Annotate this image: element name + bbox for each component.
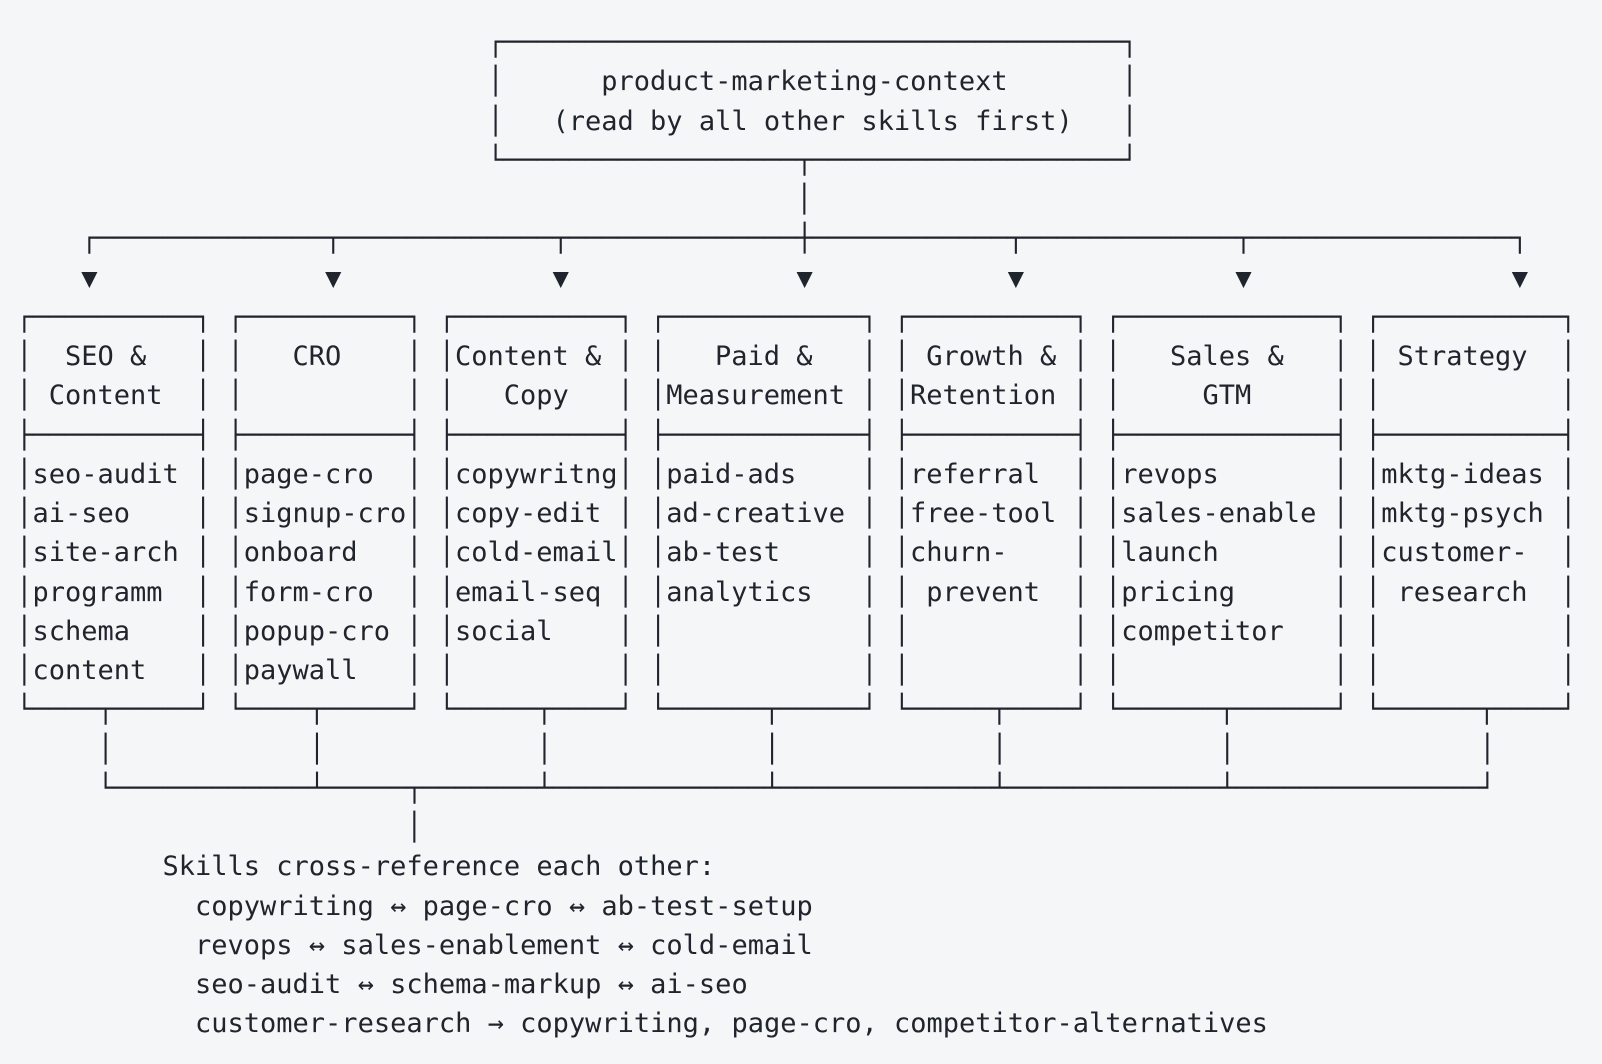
root-connector-stub: │ xyxy=(796,184,813,215)
gather-line: └────────────┴─────┬───────┴────────────… xyxy=(97,772,1496,804)
distributor-line: ┌──────────────┬─────────────┬──────────… xyxy=(81,223,1528,255)
footer-connector-stub: │ xyxy=(406,812,423,843)
skill-group-box-cro: ┌──────────┐ │ CRO │ │ │ ├──────────┤ │p… xyxy=(227,301,423,726)
down-arrow-icons: ▼ ▼ ▼ ▼ ▼ ▼ ▼ xyxy=(81,262,1528,294)
skill-group-box-growth-retention: ┌──────────┐ │ Growth & │ │Retention │ ├… xyxy=(893,301,1089,726)
column-connector-stubs: │ │ │ │ │ │ │ xyxy=(97,733,1496,765)
root-skill-box: ┌──────────────────────────────────────┐… xyxy=(487,27,1138,176)
skill-group-box-seo-content: ┌──────────┐ │ SEO & │ │ Content │ ├────… xyxy=(16,301,212,726)
skill-group-box-paid-measurement: ┌────────────┐ │ Paid & │ │Measurement │… xyxy=(650,301,878,726)
skill-group-box-content-copy: ┌──────────┐ │Content & │ │ Copy │ ├────… xyxy=(438,301,634,726)
skill-group-box-strategy: ┌───────────┐ │ Strategy │ │ │ ├────────… xyxy=(1365,301,1577,726)
cross-reference-notes: Skills cross-reference each other: copyw… xyxy=(162,851,1268,1040)
skill-group-box-sales-gtm: ┌─────────────┐ │ Sales & │ │ GTM │ ├───… xyxy=(1105,301,1349,726)
